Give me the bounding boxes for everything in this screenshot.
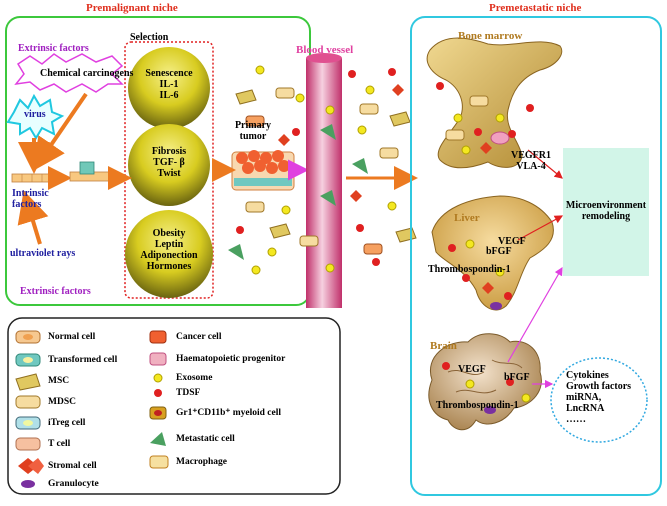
liver-organ [431,195,554,311]
legend-macrophage: Macrophage [176,457,228,467]
senescence-circle [128,47,210,129]
bone-marrow-factors: VEGFR1 VLA-4 [511,150,551,172]
legend-transformed-cell: Transformed cell [48,355,118,365]
legend-mdsc: MDSC [48,397,76,407]
cytokines-circle [550,357,648,443]
legend-tdsf: TDSF [176,388,201,398]
obesity-text: Obesity Leptin Adiponection Hormones [140,228,198,272]
fibrosis-text: Fibrosis TGF- β Twist [151,146,187,179]
legend-myeloid-cell: Gr1⁺CD11b⁺ myeloid cell [176,408,282,418]
microenvironment-box [563,148,649,276]
liver-vegf: VEGF [498,236,526,247]
premalignant-title: Premalignant niche [86,2,178,14]
legend-itreg-cell: iTreg cell [48,418,86,428]
blood-vessel [306,53,342,308]
brain-thrombospondin: Thrombospondin-1 [436,400,519,411]
legend-msc: MSC [48,376,70,386]
normal-tissue-strip [11,173,53,183]
legend-cancer-cell: Cancer cell [176,332,222,342]
fibrosis-circle [128,124,210,206]
obesity-circle [125,210,213,298]
cytokines-label: Cytokines Growth factors miRNA, LncRNA …… [566,370,632,425]
chemical-carcinogens-burst [14,53,124,93]
legend-granulocyte: Granulocyte [48,479,99,489]
liver-label: Liver [454,212,480,224]
circulating-cells [228,65,417,275]
liver-bfgf: bFGF [486,246,512,257]
extrinsic-factors-bottom: Extrinsic factors [20,286,91,297]
legend-t-cell: T cell [48,439,71,449]
virus-burst [6,93,65,140]
legend-box [7,317,341,495]
extrinsic-factors-top: Extrinsic factors [18,43,89,54]
liver-thrombospondin: Thrombospondin-1 [428,264,511,275]
legend-symbols [15,330,169,488]
senescence-text: Senescence IL-1 IL-6 [145,68,193,101]
legend-exosome: Exosome [176,373,213,383]
intrinsic-factors-label: Intrinsic factors [12,188,49,210]
transformed-tissue-strip [69,161,113,182]
blood-vessel-label: Blood vessel [296,44,354,56]
selection-label: Selection [130,32,169,43]
primary-tumor-label: Primary tumor [234,120,272,142]
bone-marrow-organ [426,37,563,169]
premetastatic-panel [410,16,662,496]
chemical-carcinogens-label: Chemical carcinogens [40,68,134,79]
bone-marrow-label: Bone marrow [458,30,523,42]
legend-haematopoietic: Haematopoietic progenitor [176,354,286,364]
legend-normal-cell: Normal cell [48,332,96,342]
legend-metastatic-cell: Metastatic cell [176,434,235,444]
microenvironment-label: Microenvironment remodeling [565,200,647,222]
premetastatic-title: Premetastatic niche [489,2,582,14]
ultraviolet-label: ultraviolet rays [10,248,76,259]
primary-tumor [231,150,295,191]
brain-organ [428,333,542,431]
brain-vegf: VEGF [458,364,486,375]
virus-label: virus [24,109,46,120]
legend-stromal-cell: Stromal cell [48,461,97,471]
brain-bfgf: bFGF [504,372,530,383]
brain-label: Brain [430,340,457,352]
